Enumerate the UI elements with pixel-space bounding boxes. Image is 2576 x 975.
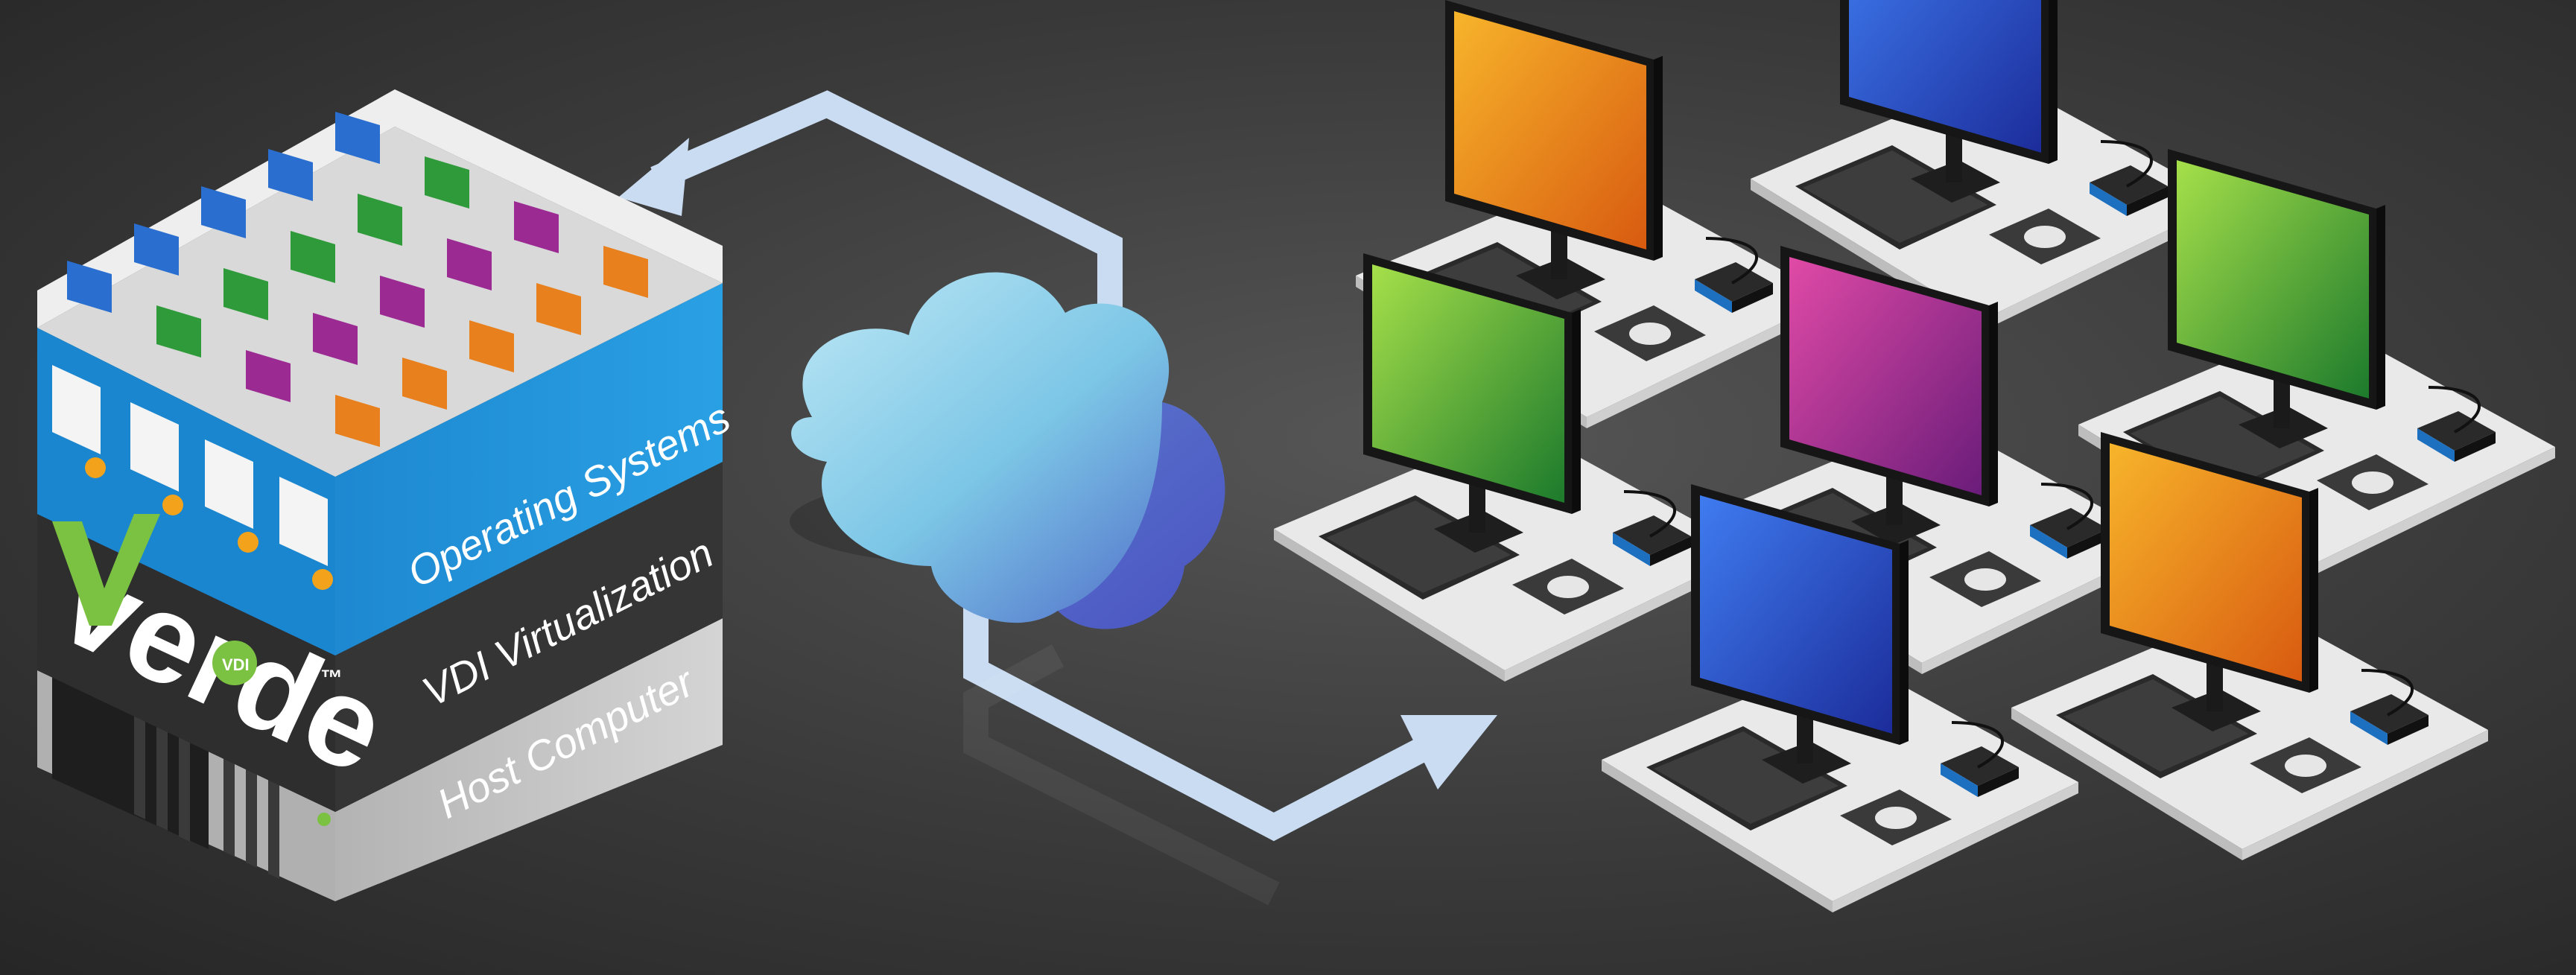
workstation-purple-center	[1690, 246, 2169, 676]
workstation-green-back-right	[2077, 149, 2557, 579]
brand-badge: VDI	[222, 655, 250, 674]
cloud-icon	[790, 272, 1225, 629]
server-icon: verde VDI ™	[37, 89, 723, 901]
monitor-icon	[1445, 0, 1663, 261]
brand-trademark: ™	[320, 666, 343, 690]
monitor-icon	[1691, 484, 1909, 745]
monitor-icon	[1363, 253, 1581, 514]
virtual-desktop-grid	[67, 112, 648, 447]
workstation-orange-front-right	[2010, 432, 2490, 862]
workstation-blue-back	[1749, 0, 2229, 333]
monitor-icon	[2101, 432, 2318, 693]
monitor-icon	[1840, 0, 2058, 164]
workstation-blue-front	[1600, 484, 2080, 914]
workstation-green-left	[1272, 253, 1752, 683]
monitor-icon	[1780, 246, 1998, 506]
os-installer-box-icon	[52, 365, 333, 590]
monitor-icon	[2168, 149, 2385, 410]
workstation-orange-back-left	[1354, 0, 1834, 430]
